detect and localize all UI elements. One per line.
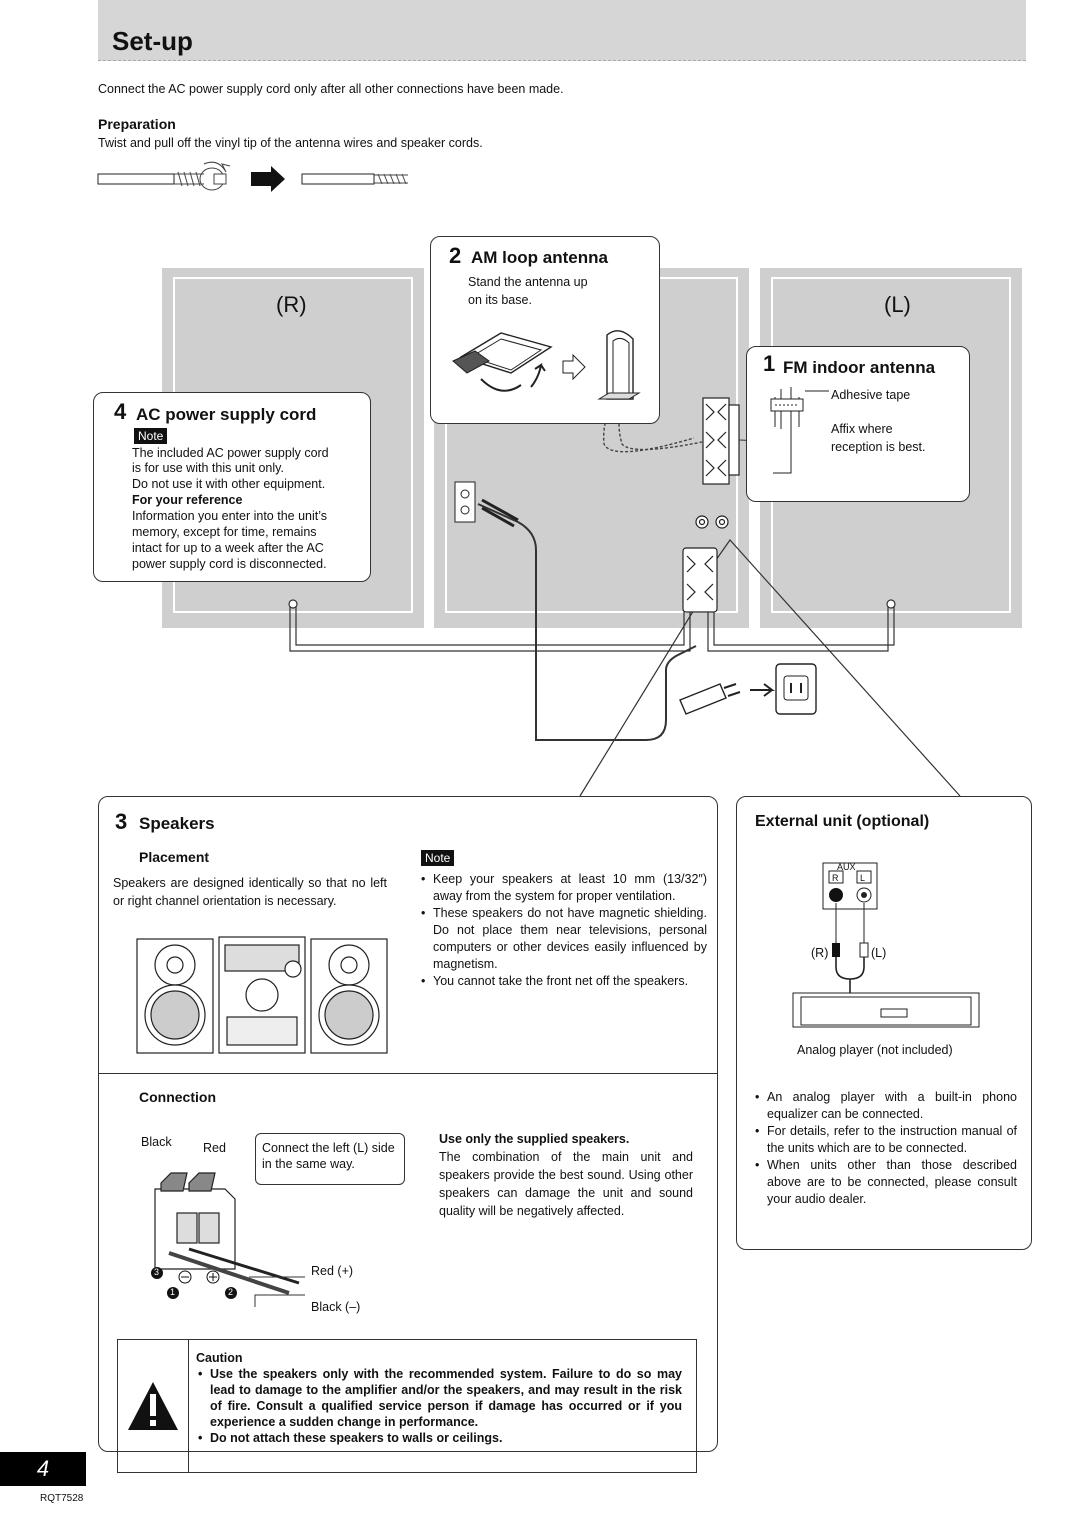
external-note-item: When units other than those described ab…: [753, 1157, 1017, 1208]
external-note-item: For details, refer to the instruction ma…: [753, 1123, 1017, 1157]
placement-text: Speakers are designed identically so tha…: [113, 876, 387, 908]
aux-jack-r: R: [832, 873, 839, 883]
preparation-heading: Preparation: [98, 116, 176, 132]
black-wire-label: Black: [141, 1135, 172, 1149]
red-wire-label: Red: [203, 1141, 226, 1155]
affix-line2: reception is best.: [831, 440, 926, 454]
speaker-terminal-illustration: [154, 1172, 300, 1295]
caution-item: Use the speakers only with the recommend…: [196, 1366, 682, 1430]
left-channel-label: (L): [884, 292, 911, 317]
am-antenna-line1: Stand the antenna up: [468, 275, 588, 289]
ac-ref-line1: Information you enter into the unit’s: [132, 509, 328, 523]
fm-antenna-title: FM indoor antenna: [783, 358, 936, 377]
ac-ref-heading: For your reference: [132, 493, 243, 507]
intro-text: Connect the AC power supply cord only af…: [98, 82, 564, 96]
warning-icon: [128, 1382, 178, 1430]
aux-connection-illustration: [792, 862, 980, 1028]
ac-cord-callout: 4 AC power supply cord Note The included…: [93, 392, 371, 582]
placement-heading: Placement: [139, 849, 210, 865]
affix-line1: Affix where: [831, 422, 893, 436]
plug-l-label: (L): [871, 946, 887, 960]
adhesive-tape-label: Adhesive tape: [831, 388, 911, 402]
fm-antenna-callout: 1 FM indoor antenna Adhesive tape Affix …: [746, 346, 970, 502]
fm-step-number: 1: [763, 351, 776, 376]
caution-icon-cell: [118, 1340, 189, 1472]
page-number: 4: [0, 1452, 86, 1486]
am-antenna-callout: 2 AM loop antenna Stand the antenna up o…: [430, 236, 660, 424]
step-2-marker: 2: [228, 1287, 234, 1297]
aux-label: AUX: [837, 862, 856, 872]
connection-heading: Connection: [139, 1089, 216, 1105]
external-unit-title: External unit (optional): [755, 813, 930, 830]
aux-jack-l: L: [860, 873, 866, 883]
black-minus-label: Black (–): [311, 1300, 361, 1314]
plug-r-label: (R): [811, 946, 829, 960]
preparation-text: Twist and pull off the vinyl tip of the …: [98, 136, 483, 150]
ac-note-line2: is for use with this unit only.: [132, 461, 284, 475]
caution-list: Use the speakers only with the recommend…: [196, 1366, 682, 1446]
supplied-speakers-text: The combination of the main unit and spe…: [439, 1150, 693, 1218]
speakers-step-number: 3: [115, 809, 128, 834]
step-3-marker: 3: [154, 1267, 160, 1277]
connect-left-callout: Connect the left (L) side in the same wa…: [255, 1133, 405, 1185]
speaker-note-badge: Note: [421, 850, 455, 866]
ac-ref-line3: intact for up to a week after the AC: [132, 541, 324, 555]
external-notes-list: An analog player with a built-in phono e…: [753, 1089, 1017, 1208]
am-loop-antenna-illustration: [452, 330, 641, 400]
supplied-speakers-heading: Use only the supplied speakers.: [439, 1132, 630, 1146]
speaker-system-illustration: [136, 936, 388, 1054]
ac-note-line3: Do not use it with other equipment.: [132, 477, 326, 491]
ac-ref-line4: power supply cord is disconnected.: [132, 557, 327, 571]
wire-strip-illustration: [97, 161, 408, 192]
speaker-note-item: You cannot take the front net off the sp…: [419, 973, 707, 990]
am-step-number: 2: [449, 243, 462, 268]
ac-ref-line2: memory, except for time, remains: [132, 525, 317, 539]
external-unit-section: External unit (optional) AUX R L (R) (L)…: [736, 796, 1032, 1250]
red-plus-label: Red (+): [311, 1264, 354, 1278]
am-antenna-line2: on its base.: [468, 293, 532, 307]
external-note-item: An analog player with a built-in phono e…: [753, 1089, 1017, 1123]
speaker-note-item: These speakers do not have magnetic shie…: [419, 905, 707, 973]
ac-step-number: 4: [114, 399, 127, 424]
step-1-marker: 1: [170, 1287, 176, 1297]
ac-note-line1: The included AC power supply cord: [132, 446, 329, 460]
connect-left-text: Connect the left (L) side in the same wa…: [262, 1141, 395, 1171]
am-antenna-title: AM loop antenna: [471, 248, 608, 267]
document-code: RQT7528: [40, 1493, 84, 1504]
fm-antenna-tape-illustration: [770, 387, 829, 474]
speaker-note-item: Keep your speakers at least 10 mm (13/32…: [419, 871, 707, 905]
polarity-leaders: [249, 1276, 305, 1307]
terminal-step-markers: [151, 1267, 237, 1299]
right-channel-label: (R): [276, 292, 307, 317]
speakers-title: Speakers: [139, 814, 215, 833]
ac-cord-title: AC power supply cord: [136, 405, 317, 424]
analog-player-caption: Analog player (not included): [797, 1043, 953, 1057]
speaker-notes-list: Keep your speakers at least 10 mm (13/32…: [419, 871, 707, 990]
title-bar: Set-up: [98, 0, 1026, 61]
caution-box: Caution Use the speakers only with the r…: [117, 1339, 697, 1473]
page-title: Set-up: [112, 26, 193, 56]
caution-heading: Caution: [196, 1351, 243, 1365]
caution-item: Do not attach these speakers to walls or…: [196, 1430, 682, 1446]
speakers-section: 3 Speakers Placement Speakers are design…: [98, 796, 718, 1473]
section-divider: [99, 1073, 717, 1074]
ac-note-badge: Note: [134, 428, 168, 444]
